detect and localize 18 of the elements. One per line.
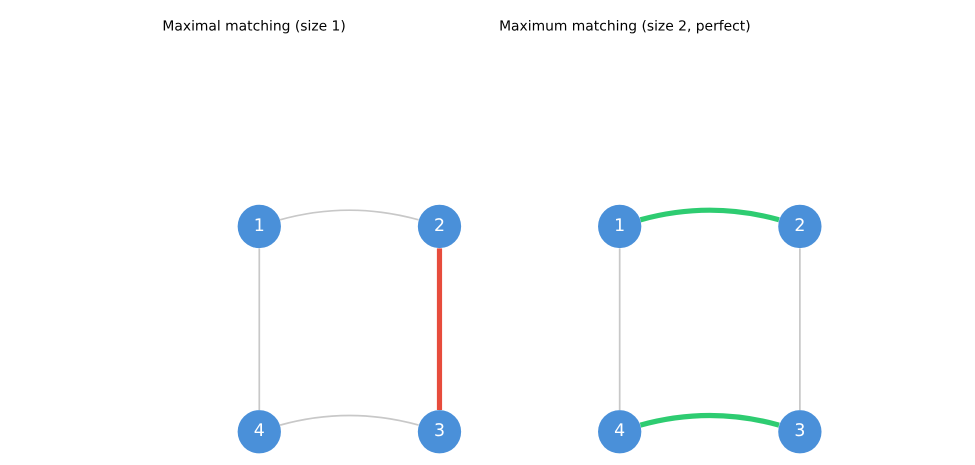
- node-circle: 4: [598, 410, 641, 454]
- node-circle: 3: [778, 410, 822, 454]
- connector: [639, 412, 780, 428]
- node-circle: 1: [598, 204, 641, 248]
- label: Maximum matching (size 2, perfect): [498, 18, 750, 34]
- node-circle: 3: [417, 410, 461, 454]
- connector: [258, 248, 260, 410]
- node-circle: 2: [778, 204, 822, 248]
- connector: [639, 208, 780, 222]
- connector: [279, 414, 418, 426]
- connector: [618, 248, 620, 410]
- connector: [279, 209, 418, 221]
- label: Maximal matching (size 1): [162, 18, 346, 34]
- node-circle: 2: [417, 204, 461, 248]
- node-circle: 1: [237, 204, 280, 248]
- connector: [798, 248, 800, 410]
- node-circle: 4: [237, 410, 280, 454]
- connector: [436, 248, 442, 410]
